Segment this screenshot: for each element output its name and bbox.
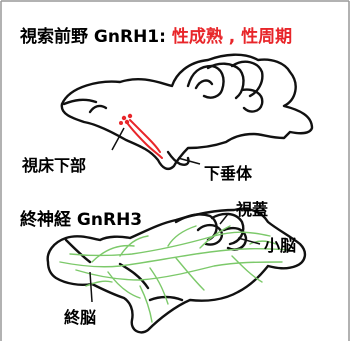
hypothalamus-label: 視床下部 [22, 152, 86, 176]
top-title-prefix: 視索前野 GnRH1: [20, 27, 172, 47]
bottom-panel-title: 終神経 GnRH3 [20, 205, 142, 230]
pituitary-label: 下垂体 [204, 160, 252, 184]
top-panel-title: 視索前野 GnRH1: 性成熟 , 性周期 [20, 22, 292, 47]
telencephalon-label: 終脳 [64, 304, 96, 328]
top-brain-outline [62, 55, 312, 169]
cerebellum-label: 小脳 [264, 232, 296, 256]
top-title-accent: 性成熟 , 性周期 [172, 27, 292, 47]
optic-tectum-label: 視蓋 [236, 196, 268, 220]
gnrh1-fibers [128, 120, 162, 158]
telencephalon-leader [90, 272, 92, 302]
